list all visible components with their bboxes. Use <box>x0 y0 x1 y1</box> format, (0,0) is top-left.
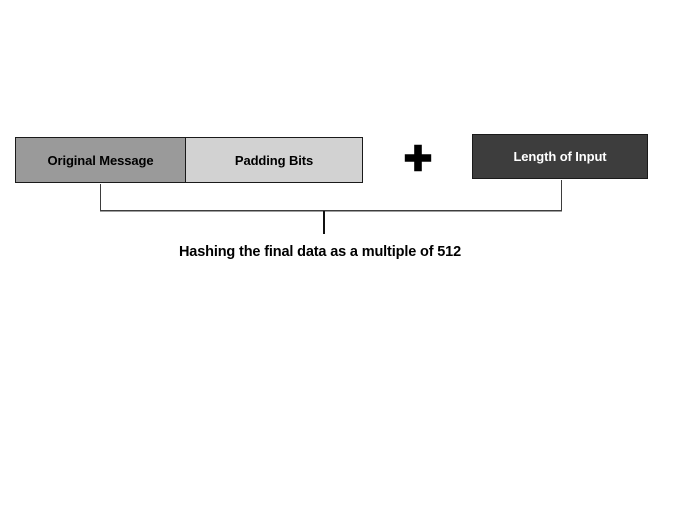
plus-icon <box>404 144 432 172</box>
original-message-label: Original Message <box>47 152 154 168</box>
padding-bits-label: Padding Bits <box>234 152 314 168</box>
length-of-input-label: Length of Input <box>513 149 607 164</box>
padding-bits-block: Padding Bits <box>186 138 362 182</box>
original-message-block: Original Message <box>16 138 186 182</box>
combined-message-block: Original Message Padding Bits <box>15 137 363 183</box>
length-of-input-block: Length of Input <box>472 134 648 179</box>
diagram-caption: Hashing the final data as a multiple of … <box>178 244 461 260</box>
